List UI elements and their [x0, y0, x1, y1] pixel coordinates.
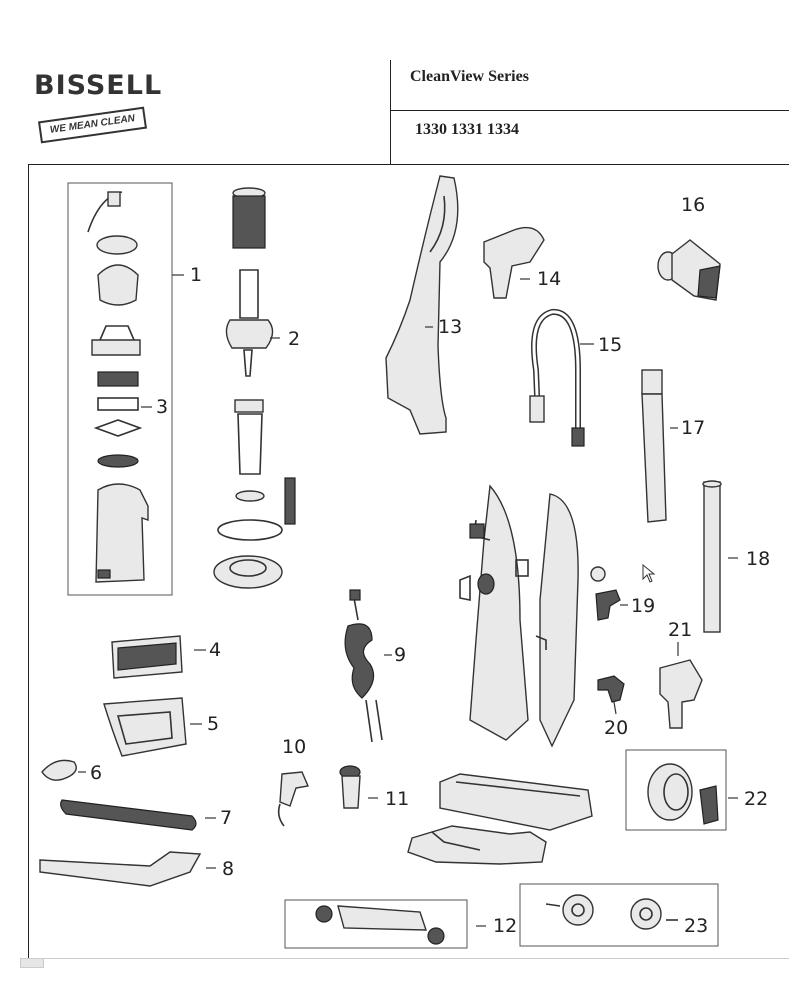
- part-label-1: 1: [190, 264, 203, 286]
- part-label-2: 2: [288, 328, 301, 350]
- part-4-post-motor-filter: [111, 635, 206, 679]
- bissell-logo: BISSELL WE MEAN CLEAN: [34, 70, 161, 150]
- part-label-5: 5: [207, 713, 220, 735]
- part-14-hose-cuff: [483, 226, 545, 299]
- part-label-3: 3: [156, 396, 169, 418]
- part-label-21: 21: [668, 619, 693, 641]
- part-label-20: 20: [604, 717, 629, 739]
- part-label-13: 13: [438, 316, 463, 338]
- part-10-switch: [277, 771, 309, 827]
- part-13-handle: [385, 175, 459, 435]
- part-16-dusting-brush: [657, 239, 721, 301]
- part-label-8: 8: [222, 858, 235, 880]
- part-5-filter-housing: [103, 697, 202, 757]
- part-label-14: 14: [537, 268, 562, 290]
- part-8-base-plate: [39, 851, 216, 887]
- part-6-belt: [41, 759, 86, 781]
- part-2-cyclone-assembly: [213, 187, 296, 589]
- part-18-extension-wand: [702, 480, 738, 633]
- part-17-crevice-tool: [641, 369, 678, 523]
- part-12-rear-axle-kit: [284, 899, 486, 949]
- part-1-dirt-cup-assembly: [67, 182, 184, 596]
- part-label-7: 7: [220, 807, 233, 829]
- part-9-power-cord: [344, 589, 392, 743]
- part-11-cap-assembly: [339, 765, 378, 809]
- part-19-fitting: [590, 566, 628, 621]
- part-label-6: 6: [90, 762, 103, 784]
- main-body-housing: [459, 484, 579, 748]
- part-label-22: 22: [744, 788, 769, 810]
- horizontal-scrollbar[interactable]: [20, 958, 44, 968]
- part-7-brush-roll: [60, 799, 216, 831]
- frame-left-border: [28, 164, 29, 959]
- part-22-motor-assembly: [625, 749, 738, 831]
- header-divider-vertical: [390, 60, 391, 164]
- nozzle-housing: [407, 773, 593, 865]
- part-label-9: 9: [394, 644, 407, 666]
- header-divider-horizontal: [390, 110, 789, 111]
- part-label-10: 10: [282, 736, 307, 758]
- part-20-elbow-fitting: [597, 675, 625, 715]
- frame-bottom-border: [20, 958, 789, 959]
- part-23-wheel-kit: [519, 883, 719, 947]
- part-3-filter-set: [93, 371, 152, 468]
- mouse-pointer-icon: [642, 564, 656, 583]
- part-label-15: 15: [598, 334, 623, 356]
- frame-top-border: [28, 164, 789, 165]
- model-numbers: 1330 1331 1334: [415, 121, 519, 138]
- part-label-4: 4: [209, 639, 222, 661]
- part-label-16: 16: [681, 194, 706, 216]
- part-label-12: 12: [493, 915, 518, 937]
- part-15-hose: [529, 309, 594, 447]
- part-label-18: 18: [746, 548, 771, 570]
- part-label-17: 17: [681, 417, 706, 439]
- brand-name: BISSELL: [34, 70, 163, 101]
- series-title: CleanView Series: [410, 68, 529, 85]
- part-21-turbo-tool: [659, 642, 703, 729]
- part-label-23: 23: [684, 915, 709, 937]
- part-label-19: 19: [631, 595, 656, 617]
- part-label-11: 11: [385, 788, 410, 810]
- dirt-cup-body: [95, 483, 149, 583]
